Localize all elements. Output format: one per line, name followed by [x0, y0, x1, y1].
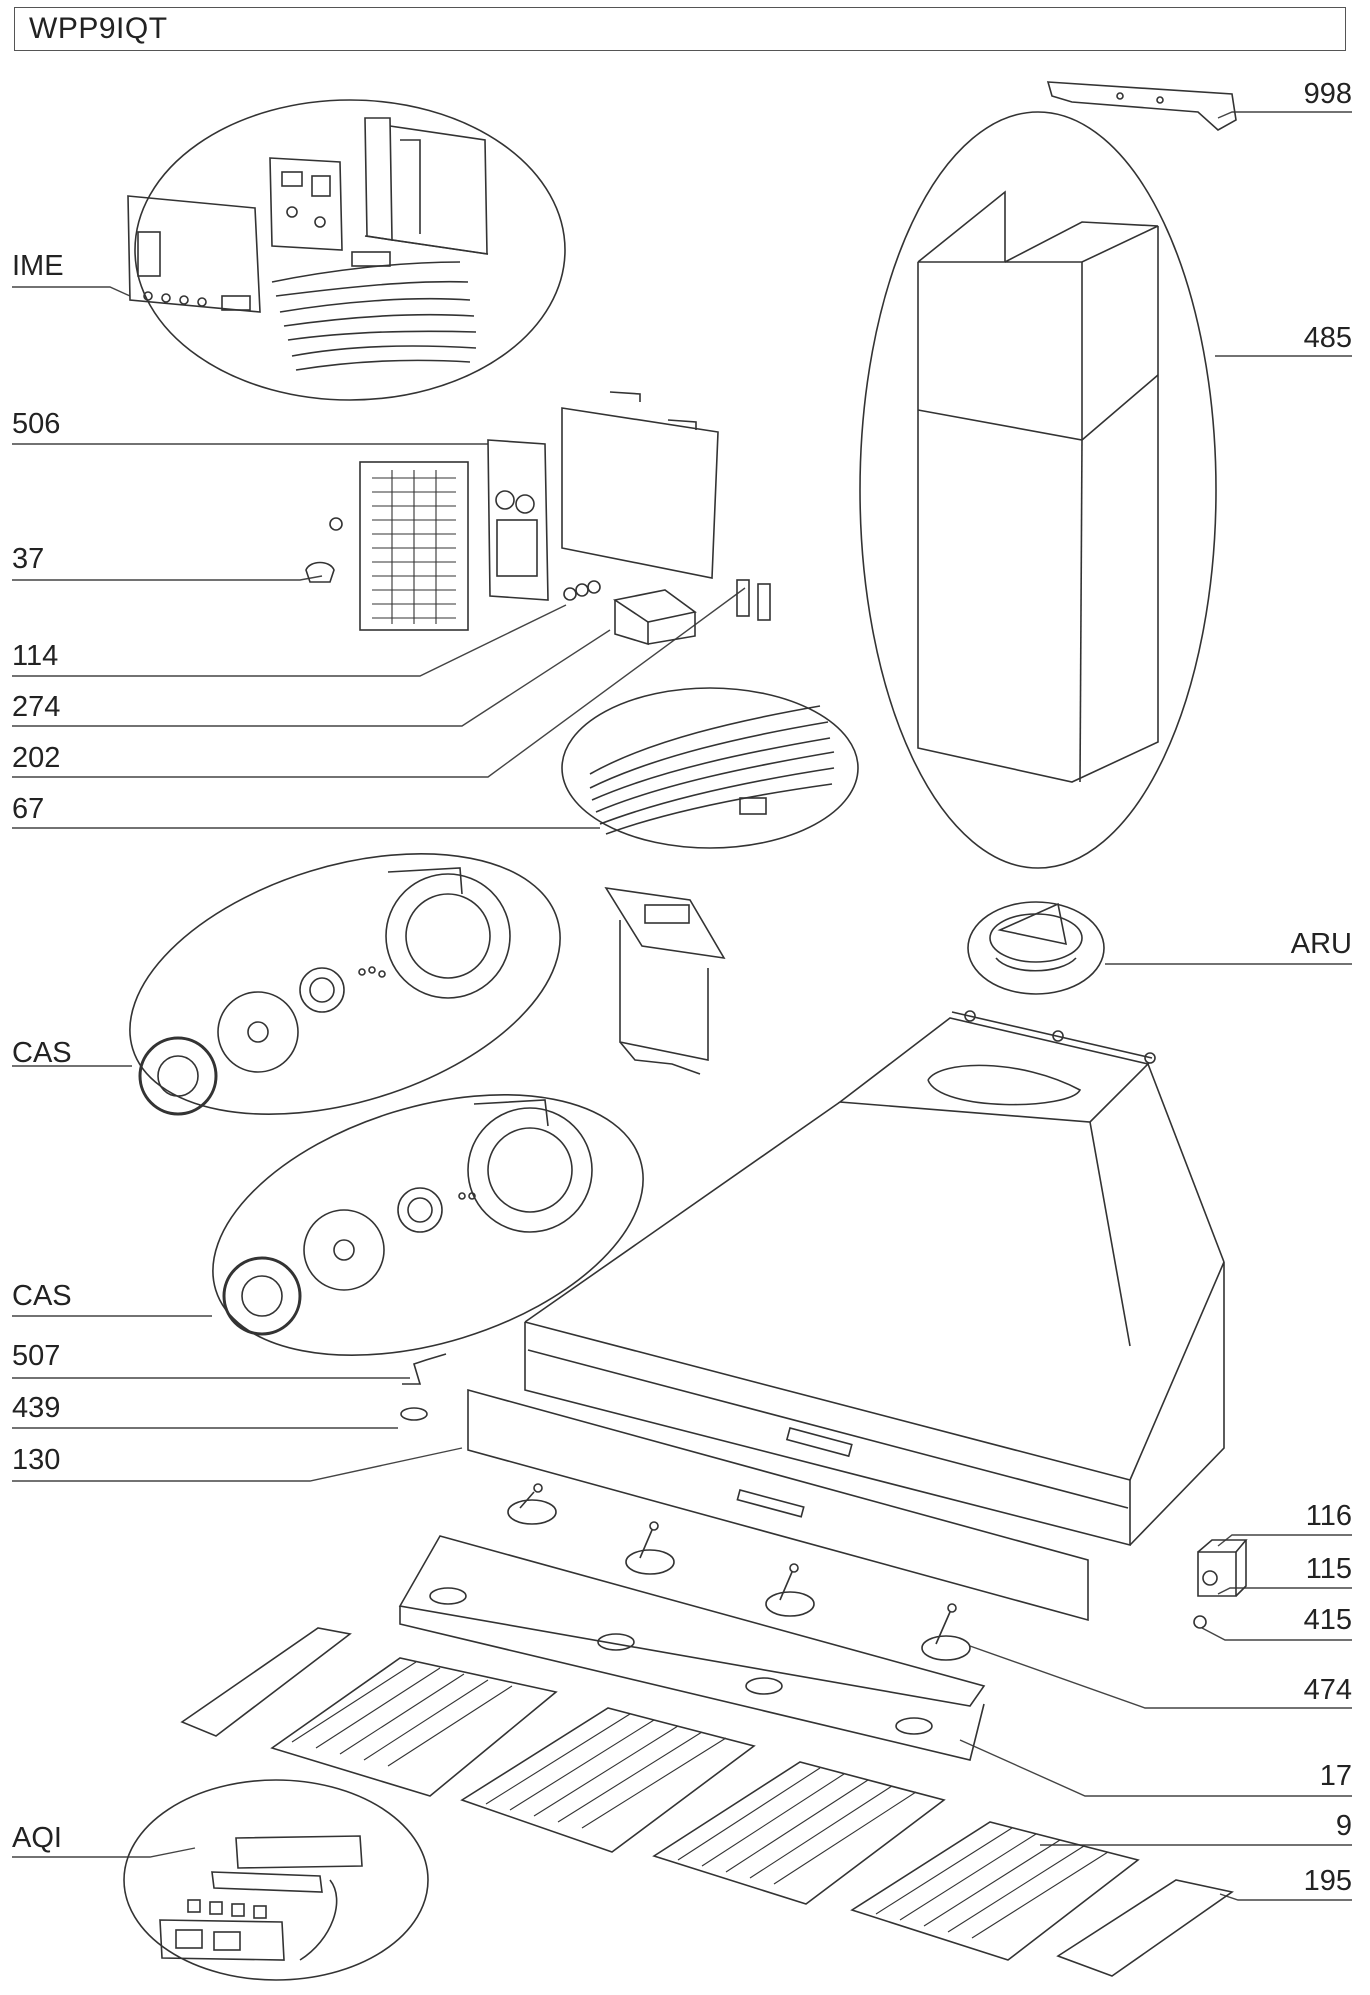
label-aqi: AQI — [12, 1822, 62, 1854]
duct-bracket — [604, 886, 726, 1075]
blower-assembly-1 — [129, 853, 561, 1116]
label-115: 115 — [1305, 1553, 1352, 1585]
label-116: 116 — [1305, 1500, 1352, 1532]
label-cas-2: CAS — [12, 1280, 72, 1312]
label-202: 202 — [12, 742, 61, 774]
lamp-sockets-474 — [507, 1483, 971, 1661]
small-parts-507-439 — [400, 1353, 447, 1421]
wall-bracket-998 — [1046, 81, 1237, 131]
title-box: WPP9IQT — [14, 7, 1346, 51]
label-114: 114 — [12, 640, 59, 672]
label-37: 37 — [12, 543, 45, 575]
switch-116-115 — [1193, 1539, 1248, 1629]
range-hood-body — [524, 1010, 1225, 1547]
electronics-housing-group — [305, 391, 771, 646]
label-17: 17 — [1319, 1760, 1352, 1792]
label-67: 67 — [12, 793, 45, 825]
label-274: 274 — [12, 691, 61, 723]
label-415: 415 — [1303, 1604, 1352, 1636]
chimney-485 — [859, 111, 1217, 869]
control-panel-130 — [467, 1388, 1089, 1622]
label-9: 9 — [1335, 1810, 1352, 1842]
leader-lines-left — [12, 286, 746, 1858]
wiring-harness-kit — [561, 687, 859, 849]
label-195: 195 — [1303, 1865, 1352, 1897]
label-439: 439 — [12, 1392, 61, 1424]
damper-aru — [967, 901, 1105, 995]
ime-electronics-kit — [127, 99, 566, 401]
label-474: 474 — [1303, 1674, 1352, 1706]
model-title: WPP9IQT — [29, 12, 168, 45]
label-485: 485 — [1303, 322, 1352, 354]
label-cas-1: CAS — [12, 1037, 72, 1069]
label-507: 507 — [12, 1340, 61, 1372]
label-ime: IME — [12, 250, 64, 282]
aqi-keypad-kit — [123, 1779, 429, 1981]
label-998: 998 — [1303, 78, 1352, 110]
label-aru: ARU — [1290, 928, 1352, 960]
label-506: 506 — [12, 408, 61, 440]
blower-assembly-2 — [212, 1094, 644, 1356]
leader-lines-right — [959, 111, 1352, 1901]
label-130: 130 — [12, 1444, 61, 1476]
grease-filters-9 — [180, 1627, 1234, 1977]
lamp-holder-panel — [398, 1535, 986, 1761]
